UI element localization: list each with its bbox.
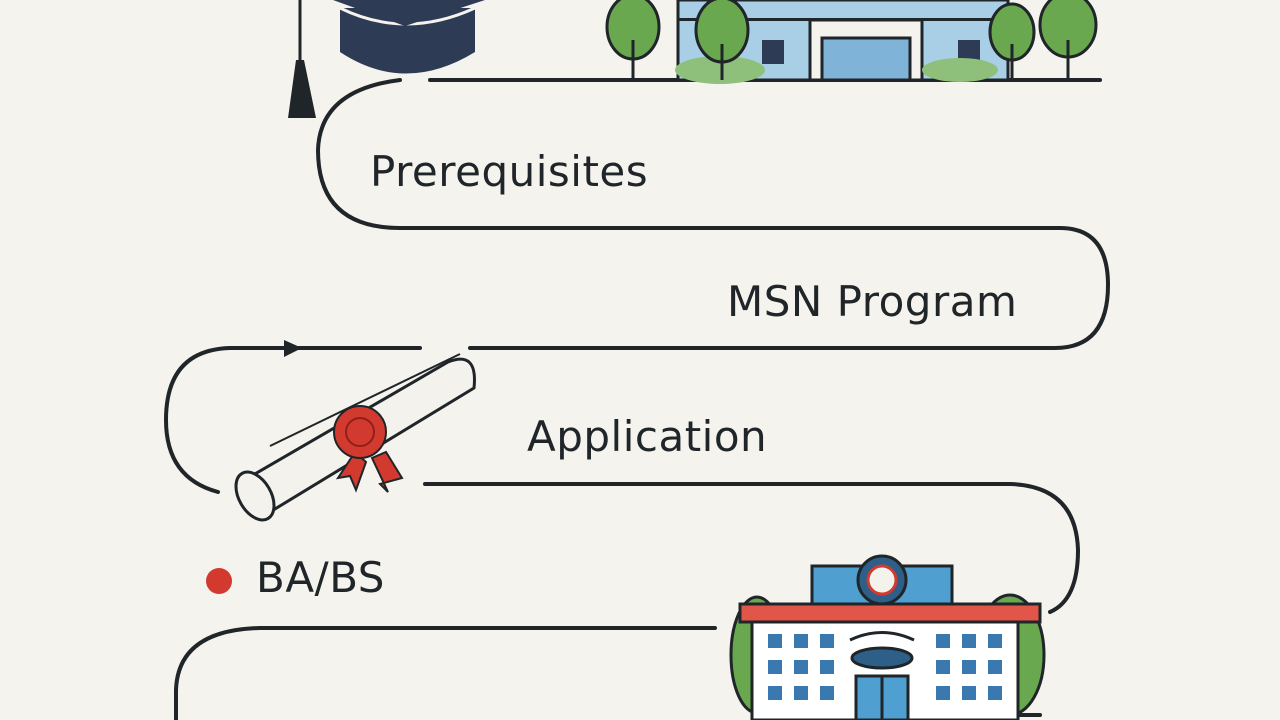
tree-icon xyxy=(605,0,1098,80)
diploma-scroll-icon xyxy=(234,353,476,522)
step-msn-program-label: MSN Program xyxy=(727,277,1018,326)
arrow-head-icon xyxy=(284,340,302,357)
graduation-cap-icon xyxy=(288,0,485,118)
step-ba-bs-label: BA/BS xyxy=(256,553,385,602)
step-prerequisites-label: Prerequisites xyxy=(370,147,649,196)
university-building-icon xyxy=(729,554,1046,720)
step-application-label: Application xyxy=(527,412,768,461)
bullet-dot-icon xyxy=(206,568,232,594)
campus-building-icon xyxy=(675,0,1010,84)
